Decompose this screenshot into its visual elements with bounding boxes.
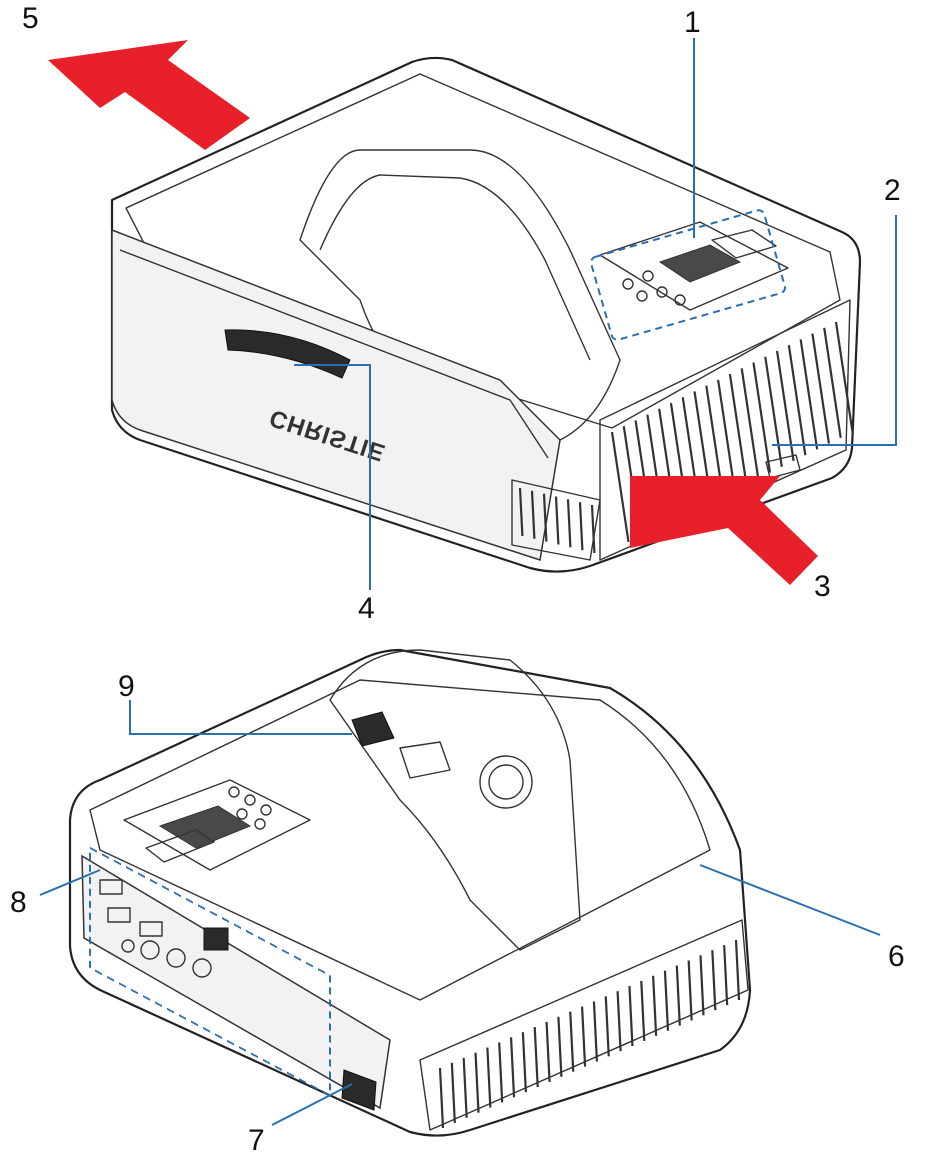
- rear-top-surface: [89, 679, 711, 1001]
- vent-slat: [787, 344, 807, 456]
- vent-slat: [580, 1006, 587, 1067]
- vent-slat: [554, 496, 560, 545]
- vent-slat: [592, 1001, 599, 1062]
- vent-slat: [723, 945, 729, 1006]
- vent-slat: [775, 350, 795, 462]
- callout-5: 5: [22, 2, 39, 35]
- vent-slat: [799, 339, 819, 450]
- leader-8: [39, 869, 101, 896]
- vent-slat: [498, 1042, 504, 1103]
- vent-slat: [604, 996, 610, 1057]
- vent-slat: [450, 1062, 456, 1123]
- vent-slat: [569, 1011, 575, 1072]
- leader-lines: [39, 38, 897, 1126]
- leader-2: [772, 215, 897, 446]
- callout-6: 6: [888, 940, 905, 973]
- io-panel-highlight: [89, 846, 331, 1097]
- callout-7: 7: [248, 1124, 265, 1156]
- vent-slat: [740, 368, 760, 479]
- callout-numbers: 1 2 3 4 5 6 7 8 9: [10, 2, 905, 1156]
- vent-slat: [542, 493, 548, 542]
- vent-slat: [545, 1021, 551, 1082]
- vent-slat: [590, 504, 596, 554]
- vent-slat: [823, 327, 842, 438]
- vent-slat: [663, 970, 670, 1031]
- vent-slat: [675, 965, 681, 1026]
- vent-slat: [717, 379, 736, 491]
- rear-side-vent: [419, 919, 749, 1131]
- vent-slat: [764, 356, 783, 467]
- vent-slat: [530, 490, 536, 539]
- focus-lever: [351, 711, 395, 747]
- vent-slat: [610, 431, 630, 543]
- vent-slat: [578, 502, 584, 551]
- rear-connector-stub: [765, 454, 801, 479]
- rear-lens: [479, 755, 533, 809]
- leader-7: [271, 1083, 353, 1126]
- control-panel-highlight: [590, 209, 786, 341]
- vent-slat: [752, 362, 772, 473]
- intake-arrow: [630, 476, 818, 585]
- vent-slat: [566, 499, 572, 548]
- vent-slat: [518, 487, 524, 537]
- vent-slat: [509, 1037, 516, 1098]
- vent-slat: [811, 333, 831, 444]
- callout-9: 9: [118, 670, 135, 703]
- vent-slat: [834, 321, 854, 433]
- vent-slat: [521, 1032, 527, 1093]
- front-vent: [511, 479, 601, 561]
- vent-slat: [711, 950, 717, 1011]
- callout-1: 1: [684, 6, 701, 39]
- callout-3: 3: [814, 570, 831, 603]
- callout-4: 4: [358, 592, 375, 625]
- rear-control-panel: [123, 779, 311, 871]
- vent-slat: [474, 1052, 480, 1113]
- vent-slat: [438, 1067, 445, 1129]
- callout-2: 2: [884, 174, 901, 207]
- exhaust-arrow: [48, 40, 250, 150]
- vent-slat: [616, 991, 622, 1052]
- vent-slat: [699, 955, 705, 1016]
- projector-front-view: CHRISTIE: [110, 56, 862, 573]
- vent-slat: [557, 1016, 563, 1077]
- vent-slat: [462, 1057, 468, 1118]
- vent-slat: [652, 975, 658, 1036]
- vent-slat: [486, 1047, 492, 1108]
- io-panel: [81, 846, 391, 1110]
- projector-body-rear: [68, 648, 752, 1137]
- vent-slat: [734, 939, 741, 1001]
- rear-lens-hood: [329, 649, 581, 951]
- leader-6: [699, 864, 881, 936]
- callout-8: 8: [10, 886, 27, 919]
- vent-slat: [687, 960, 693, 1021]
- vent-slat: [533, 1026, 539, 1088]
- leader-4: [294, 364, 371, 590]
- leader-9: [129, 700, 352, 735]
- front-face: [111, 228, 561, 561]
- vent-slat: [728, 373, 748, 485]
- projector-rear-view: [68, 648, 752, 1137]
- control-panel: [590, 209, 789, 341]
- vent-slat: [640, 980, 646, 1042]
- vent-slat: [628, 986, 634, 1047]
